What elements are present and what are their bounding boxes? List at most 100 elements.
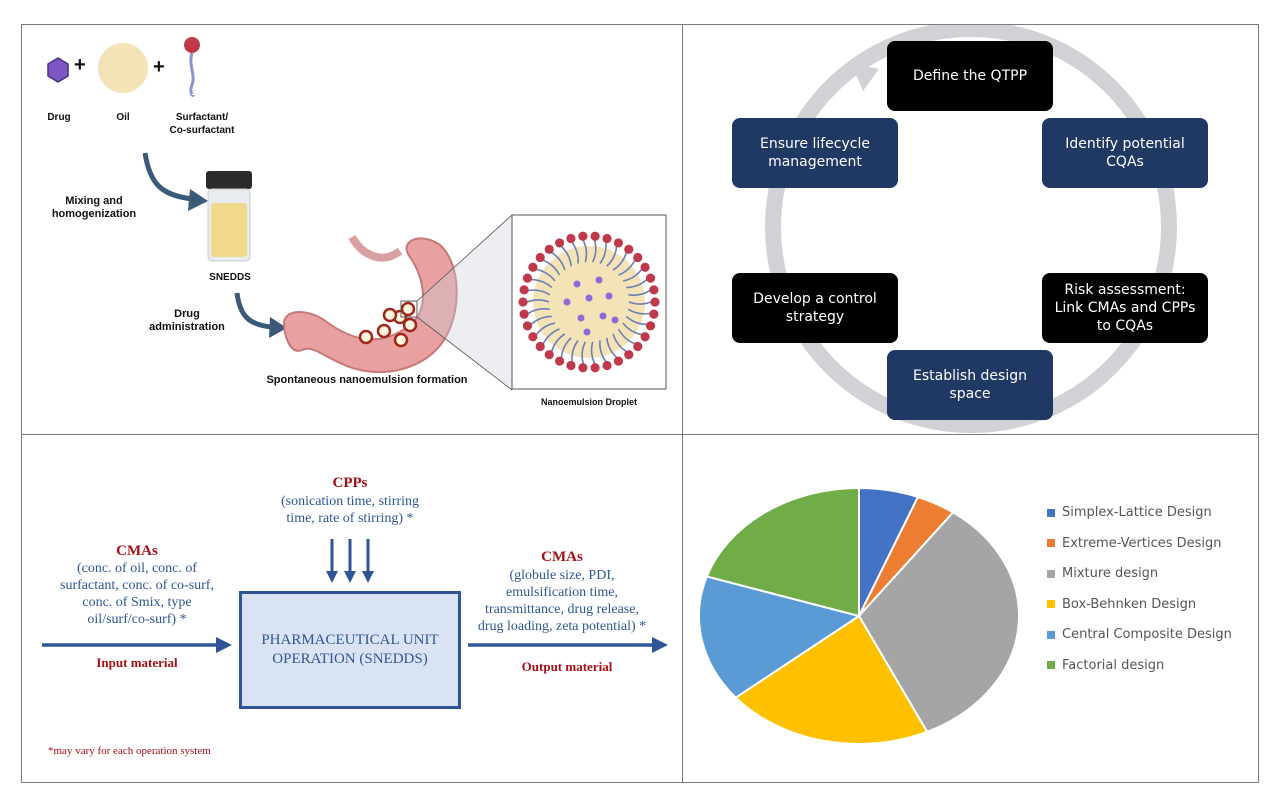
surfactant-head (522, 273, 533, 283)
surfactant-head (518, 297, 528, 307)
legend-item: Box-Behnken Design (1047, 597, 1196, 612)
surfactant-tail (530, 315, 552, 326)
surfactant-head (544, 350, 554, 360)
surfactant-label: Surfactant/ Co-surfactant (169, 112, 235, 136)
surfactant-head (544, 244, 554, 254)
surfactant-tail (571, 339, 579, 362)
snedds-vial-icon (206, 171, 252, 262)
pie-chart (698, 486, 1020, 745)
legend-swatch (1047, 630, 1055, 639)
surfactant-tail (628, 301, 652, 305)
stomach-icon (282, 234, 458, 374)
surfactant-head (522, 321, 533, 331)
output-material-label: Output material (521, 659, 613, 674)
legend-swatch (1047, 569, 1055, 578)
down-arrow-icon (362, 539, 374, 583)
legend-label: Simplex-Lattice Design (1062, 505, 1212, 520)
droplet-label: Nanoemulsion Droplet (540, 397, 637, 407)
oil-droplet-icon (98, 43, 148, 93)
legend-swatch (1047, 600, 1055, 608)
nanoemulsion-formation-label: Spontaneous nanoemulsion formation (266, 374, 468, 386)
plus-sign: + (74, 54, 86, 76)
surfactant-tail (606, 246, 618, 267)
cmas-input-text: (conc. of oil, conc. of surfactant, conc… (60, 561, 214, 627)
surfactant-head (590, 363, 600, 373)
surfactant-tail (551, 251, 566, 271)
surfactant-head (528, 262, 538, 272)
surfactant-head (649, 285, 659, 295)
step-define-qtpp: Define the QTPP (887, 41, 1053, 111)
surfactant-head (602, 360, 612, 371)
surfactant-head (519, 285, 529, 295)
panel-qbd-cycle: Define the QTPP Identify potential CQAs … (682, 24, 1259, 435)
surfactant-head (566, 360, 576, 371)
surfactant-tail (531, 278, 553, 289)
legend-swatch (1047, 539, 1055, 547)
surfactant-tail (526, 299, 550, 303)
surfactant-tail (542, 259, 561, 276)
surfactant-head (590, 231, 600, 241)
surfactant-head (640, 332, 650, 342)
surfactant-tail (622, 322, 642, 336)
surfactant-head (624, 350, 634, 360)
cpps-text: (sonication time, stirring time, rate of… (280, 494, 420, 526)
legend-item: Extreme-Vertices Design (1047, 536, 1222, 551)
surfactant-tail (606, 337, 618, 359)
step-control-strategy: Develop a control strategy (732, 273, 898, 343)
surfactant-head (649, 309, 659, 319)
surfactant-molecule-icon (184, 37, 200, 97)
input-arrow-icon (42, 637, 232, 653)
panel-snedds-schematic: + + Drug Oil Surfactant/ Co-surfactant M… (21, 24, 683, 435)
legend-label: Extreme-Vertices Design (1062, 535, 1222, 551)
cycle-arrowhead-icon (851, 63, 879, 91)
legend-item: Central Composite Design (1047, 627, 1232, 642)
cmas-output-text: (globule size, PDI, emulsification time,… (477, 568, 647, 634)
surfactant-head (578, 363, 588, 373)
snedds-illustration (47, 37, 667, 391)
down-arrow-icon (344, 539, 356, 583)
surfactant-tail (560, 245, 572, 267)
down-arrow-icon (326, 539, 338, 583)
surfactant-tail (535, 322, 556, 336)
process-box: PHARMACEUTICAL UNIT OPERATION (SNEDDS) (239, 591, 461, 709)
legend-item: Simplex-Lattice Design (1047, 505, 1212, 520)
surfactant-tail (612, 333, 627, 353)
surfactant-head (613, 238, 624, 248)
surfactant-head (650, 297, 660, 307)
surfactant-head (535, 252, 545, 263)
drug-molecule (605, 292, 613, 300)
surfactant-head (624, 244, 634, 254)
drug-administration-label: Drug administration (149, 308, 225, 333)
drug-molecule (595, 276, 603, 284)
output-arrow-icon (468, 637, 668, 653)
surfactant-head (566, 233, 576, 244)
surfactant-head (554, 238, 565, 248)
surfactant-tail (550, 333, 566, 352)
drug-molecule (599, 312, 607, 320)
footnote: *may vary for each operation system (48, 745, 211, 757)
surfactant-tail (612, 252, 628, 271)
oil-label: Oil (116, 112, 130, 123)
surfactant-head (554, 356, 565, 366)
surfactant-head (640, 262, 650, 272)
nanoemulsion-droplet-icon (518, 231, 660, 373)
surfactant-tail (582, 239, 588, 263)
surfactant-tail (628, 289, 651, 296)
surfactant-tail (627, 308, 651, 315)
legend-label: Central Composite Design (1062, 627, 1232, 642)
surfactant-tail (527, 308, 550, 315)
surfactant-tail (622, 268, 643, 282)
surfactant-tail (599, 242, 607, 265)
cmas-input-title: CMAs (116, 543, 158, 559)
surfactant-tail (617, 328, 636, 345)
pie-slice-central-composite-design (698, 575, 862, 699)
surfactant-head (535, 341, 545, 352)
panel-process-diagram: CPPs (sonication time, stirring time, ra… (21, 434, 683, 783)
surfactant-head (528, 332, 538, 342)
drug-molecule (585, 294, 593, 302)
surfactant-head (578, 231, 588, 241)
legend-label: Mixture design (1062, 566, 1159, 581)
zoom-cone (417, 215, 512, 390)
legend-label: Box-Behnken Design (1062, 596, 1197, 612)
